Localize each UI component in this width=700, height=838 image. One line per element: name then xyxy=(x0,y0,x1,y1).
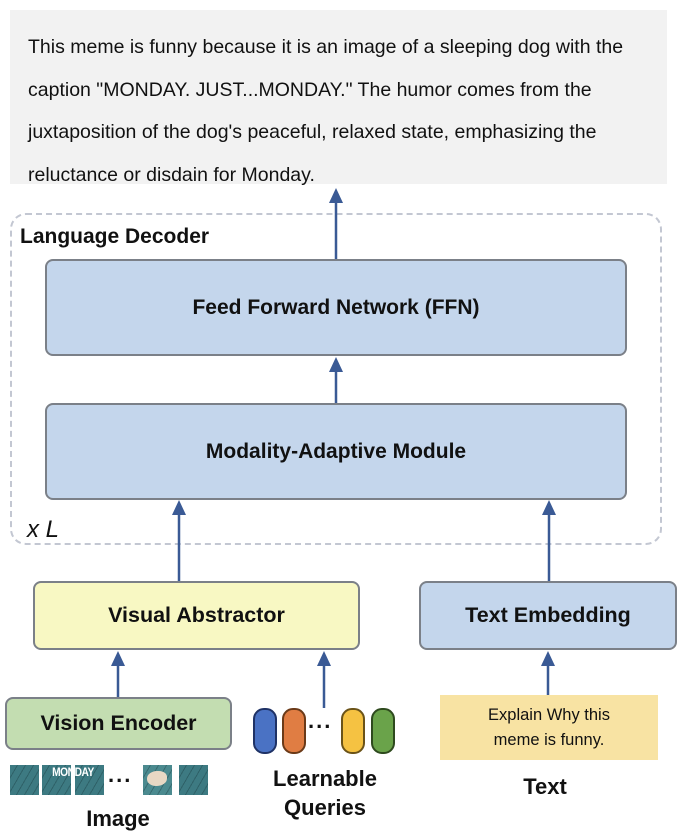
arrow-head xyxy=(317,651,331,666)
text-prompt-line1: Explain Why this xyxy=(488,705,610,724)
output-response-text: This meme is funny because it is an imag… xyxy=(28,36,624,186)
layer-repeat-label: x L xyxy=(27,516,60,543)
dog-icon xyxy=(147,771,167,786)
image-caption: Image xyxy=(86,806,150,831)
modality-adaptive-module-block: Modality-Adaptive Module xyxy=(45,403,627,500)
query-token-orange xyxy=(282,708,306,754)
language-decoder-title: Language Decoder xyxy=(20,225,210,248)
learnable-queries-caption-line1: Learnable xyxy=(273,766,377,791)
query-token-yellow xyxy=(341,708,365,754)
arrow-prompt-to-text-embedding xyxy=(541,651,555,695)
image-patch xyxy=(179,765,208,795)
text-prompt-line2: meme is funny. xyxy=(493,730,605,749)
text-caption: Text xyxy=(523,774,567,799)
image-patch xyxy=(75,765,104,795)
image-patch xyxy=(10,765,39,795)
text-embedding-block: Text Embedding xyxy=(419,581,677,650)
query-token-blue xyxy=(253,708,277,754)
learnable-queries-caption: Learnable Queries xyxy=(245,764,405,822)
learnable-queries-caption-line2: Queries xyxy=(284,795,366,820)
visual-abstractor-label: Visual Abstractor xyxy=(108,603,285,627)
vision-encoder-label: Vision Encoder xyxy=(40,711,197,735)
modality-adaptive-module-label: Modality-Adaptive Module xyxy=(205,439,467,463)
image-patch xyxy=(42,765,71,795)
ffn-label: Feed Forward Network (FFN) xyxy=(192,295,480,319)
query-ellipsis: ... xyxy=(308,708,333,733)
ffn-block: Feed Forward Network (FFN) xyxy=(45,259,627,356)
image-patch-dog xyxy=(143,765,172,795)
image-patch-caption-text: MONDAY xyxy=(52,765,94,779)
output-response-box: This meme is funny because it is an imag… xyxy=(10,10,667,186)
image-patch-ellipsis: ... xyxy=(108,762,133,787)
text-embedding-label: Text Embedding xyxy=(465,603,631,627)
visual-abstractor-block: Visual Abstractor xyxy=(33,581,360,650)
query-token-green xyxy=(371,708,395,754)
arrow-queries-to-abstractor xyxy=(317,651,331,708)
text-prompt-box: Explain Why this meme is funny. xyxy=(440,695,658,760)
arrow-head xyxy=(541,651,555,666)
vision-encoder-block: Vision Encoder xyxy=(5,697,232,750)
arrow-head xyxy=(111,651,125,666)
arrow-encoder-to-abstractor xyxy=(111,651,125,697)
